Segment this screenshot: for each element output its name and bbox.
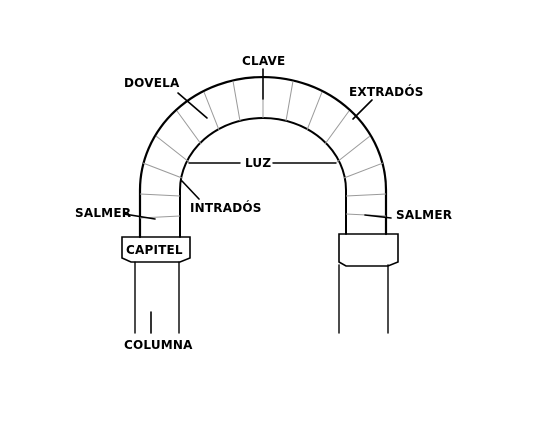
salmer-right-leader (364, 214, 392, 219)
extrados-leader (352, 99, 373, 120)
leader-lines (123, 68, 392, 334)
right-column (338, 264, 389, 334)
label-columna: COLUMNA (124, 338, 193, 352)
label-salmer-left: SALMER (75, 206, 131, 220)
voussoir-joints (139, 77, 387, 219)
right-capital (338, 233, 399, 267)
salmer-left-leader (123, 213, 156, 220)
dovela-leader (177, 92, 208, 119)
label-intrados: INTRADÓS (190, 200, 262, 215)
label-clave: CLAVE (242, 54, 285, 68)
label-salmer-right: SALMER (396, 208, 452, 222)
left-column (134, 261, 180, 334)
left-capital (121, 236, 191, 263)
label-capitel: CAPITEL (126, 243, 183, 257)
label-luz: LUZ (245, 156, 271, 170)
label-extrados: EXTRADÓS (349, 84, 424, 99)
label-dovela: DOVELA (124, 76, 180, 90)
intrados-curve (179, 117, 347, 238)
intrados-leader (181, 180, 200, 200)
